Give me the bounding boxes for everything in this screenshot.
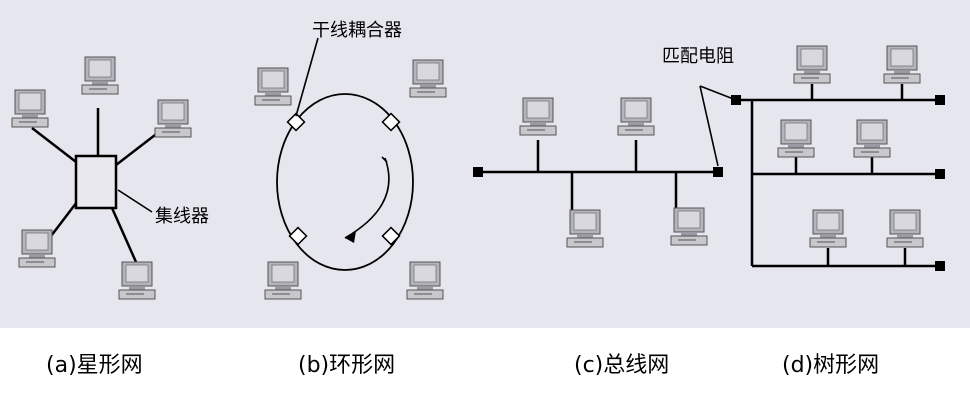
- bus-topology: 匹配电阻: [473, 46, 737, 248]
- computer-icon: [406, 261, 444, 300]
- terminator-label: 匹配电阻: [662, 46, 734, 67]
- computer-icon: [11, 89, 49, 128]
- coupler-icon: [288, 226, 308, 246]
- computer-icon: [264, 261, 302, 300]
- ring-topology: 干线耦合器: [254, 20, 447, 300]
- computer-icon: [81, 56, 119, 95]
- star-topology: 集线器: [11, 56, 209, 300]
- terminator-icon: [935, 261, 945, 271]
- terminator-icon: [713, 167, 723, 177]
- computer-icon: [519, 97, 557, 136]
- computer-icon: [886, 209, 924, 248]
- computer-icon: [853, 119, 891, 158]
- coupler-icon: [381, 226, 401, 246]
- computer-icon: [670, 207, 708, 246]
- caption-tree: (d)树形网: [782, 353, 879, 378]
- computer-icon: [18, 229, 56, 268]
- hub-label: 集线器: [155, 206, 209, 227]
- terminator-icon: [731, 95, 741, 105]
- terminator-icon: [935, 169, 945, 179]
- caption-bus: (c)总线网: [574, 353, 669, 378]
- computer-icon: [777, 119, 815, 158]
- computer-icon: [118, 261, 156, 300]
- computer-icon: [154, 99, 192, 138]
- computer-icon: [793, 45, 831, 84]
- terminator-icon: [473, 167, 483, 177]
- computer-icon: [566, 209, 604, 248]
- coupler-icon: [381, 112, 401, 132]
- computer-icon: [254, 67, 292, 106]
- computer-icon: [409, 59, 447, 98]
- computer-icon: [809, 209, 847, 248]
- trunk-coupler-label: 干线耦合器: [312, 20, 402, 41]
- computer-icon: [883, 45, 921, 84]
- hub-box: [74, 154, 118, 210]
- caption-star: (a)星形网: [46, 353, 143, 378]
- tree-topology: [731, 45, 945, 271]
- coupler-icon: [286, 112, 306, 132]
- computer-icon: [617, 97, 655, 136]
- terminator-icon: [935, 95, 945, 105]
- caption-ring: (b)环形网: [298, 353, 395, 378]
